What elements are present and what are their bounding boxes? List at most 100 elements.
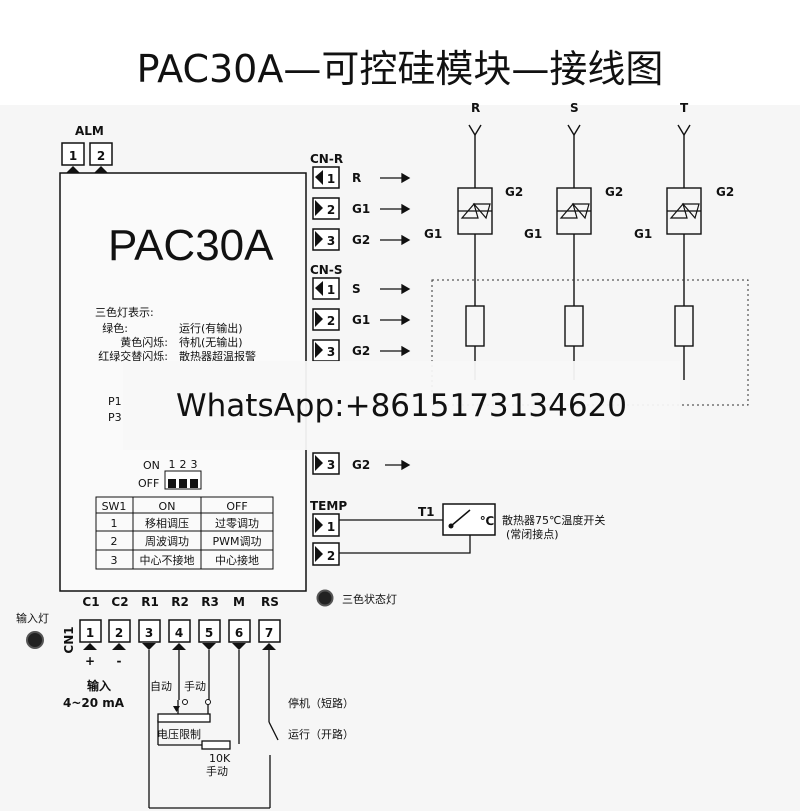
- cn1-pin-1: 1: [86, 626, 94, 640]
- cn1-pin-2: 2: [115, 626, 123, 640]
- cns-signal-g1: G1: [352, 313, 370, 327]
- dip-num-3: 3: [191, 458, 198, 471]
- phase-r-label: R: [471, 101, 480, 115]
- sw-row1-on: 移相调压: [145, 517, 189, 530]
- pot-value-label: 10K: [209, 752, 231, 765]
- cnr-pin-2: 2: [312, 197, 340, 220]
- input-label: 输入: [87, 678, 111, 693]
- led-green-desc: 运行(有输出): [179, 321, 243, 335]
- dip-num-1: 1: [169, 458, 176, 471]
- led-green-label: 绿色:: [102, 321, 128, 335]
- thyristor-t-g1: G1: [634, 227, 652, 241]
- cnr-label: CN-R: [310, 152, 343, 166]
- t1-label: T1: [418, 505, 435, 519]
- pot-manual-label: 手动: [206, 764, 228, 778]
- cnr-signal-g1: G1: [352, 202, 370, 216]
- cnr-pin-1: 1: [312, 166, 340, 189]
- led-heading: 三色灯表示:: [95, 305, 154, 319]
- cnt-pin-3: 3: [312, 452, 340, 475]
- sw-row2-num: 2: [111, 535, 118, 548]
- bottom-label-r2: R2: [171, 595, 189, 609]
- switch-table: [95, 496, 274, 570]
- temperature-switch: ℃: [442, 503, 496, 536]
- watermark-text: WhatsApp:+8615173134620: [176, 387, 627, 424]
- cns-pin-2: 2: [312, 308, 340, 331]
- manual-label: 手动: [184, 679, 206, 693]
- phase-s-label: S: [570, 101, 579, 115]
- cn1-arrows: [83, 643, 276, 650]
- sw-row3-num: 3: [111, 554, 118, 567]
- alm-terminal-1: 1: [61, 142, 85, 166]
- phase-circuits: [457, 124, 702, 380]
- module-name: PAC30A: [108, 221, 274, 270]
- svg-text:2: 2: [327, 203, 335, 217]
- signal-arrows: [380, 172, 411, 471]
- sw-header-sw1: SW1: [102, 500, 127, 513]
- thyristor-r-g1: G1: [424, 227, 442, 241]
- watermark-banner: WhatsApp:+8615173134620: [123, 361, 680, 450]
- alm-terminal-2: 2: [89, 142, 113, 166]
- temp-switch-desc2: (常闭接点): [506, 528, 559, 541]
- temp-pin-2: 2: [312, 542, 340, 566]
- cns-label: CN-S: [310, 263, 342, 277]
- run-label: 运行（开路）: [288, 728, 354, 741]
- sw-header-on: ON: [159, 500, 176, 513]
- svg-text:2: 2: [327, 314, 335, 328]
- led-yellow-label: 黄色闪烁:: [120, 335, 168, 349]
- svg-text:3: 3: [327, 345, 335, 359]
- sw-row1-num: 1: [111, 517, 118, 530]
- sw-header-off: OFF: [226, 500, 247, 513]
- sw-row3-on: 中心不接地: [140, 554, 195, 567]
- svg-text:1: 1: [327, 172, 335, 186]
- led-redgreen-label: 红绿交替闪烁:: [98, 349, 168, 363]
- thyristor-t-g2: G2: [716, 185, 734, 199]
- input-led-icon: [26, 631, 44, 649]
- input-plus: +: [85, 654, 95, 668]
- svg-text:3: 3: [327, 234, 335, 248]
- sw-row2-on: 周波调功: [145, 535, 189, 548]
- led-yellow-desc: 待机(无输出): [179, 335, 243, 349]
- status-led-label: 三色状态灯: [342, 592, 397, 606]
- p3-label: P3: [108, 411, 122, 424]
- page-title: PAC30A—可控硅模块—接线图: [136, 47, 664, 91]
- cn1-pin-3: 3: [145, 626, 153, 640]
- cns-signal-s: S: [352, 282, 361, 296]
- bottom-label-c1: C1: [82, 595, 99, 609]
- auto-label: 自动: [150, 680, 172, 693]
- sw-row3-off: 中心接地: [215, 554, 259, 567]
- cnr-signal-r: R: [352, 171, 361, 185]
- sw-row2-off: PWM调功: [212, 535, 261, 548]
- status-led-icon: [316, 589, 334, 607]
- voltage-limit-resistor: [157, 713, 211, 723]
- led-redgreen-desc: 散热器超温报警: [179, 349, 256, 363]
- thyristor-symbols: [458, 202, 701, 220]
- temp-label: TEMP: [310, 499, 347, 513]
- svg-text:1: 1: [327, 283, 335, 297]
- cn1-pin-7: 7: [265, 626, 273, 640]
- cnr-signal-g2: G2: [352, 233, 370, 247]
- phase-t-label: T: [680, 101, 689, 115]
- bottom-label-r1: R1: [141, 595, 159, 609]
- sw-row1-off: 过零调功: [215, 517, 259, 530]
- svg-text:2: 2: [97, 149, 105, 163]
- bottom-label-c2: C2: [111, 595, 128, 609]
- dip-off-label: OFF: [138, 477, 159, 490]
- cnr-pin-3: 3: [312, 228, 340, 251]
- svg-text:3: 3: [327, 458, 335, 472]
- svg-text:2: 2: [327, 549, 335, 563]
- cn1-pin-6: 6: [235, 626, 243, 640]
- temp-pin-1: 1: [312, 513, 340, 537]
- pot-10k: [201, 740, 231, 750]
- cn1-pin-4: 4: [175, 626, 183, 640]
- thyristor-s-g1: G1: [524, 227, 542, 241]
- thyristor-s-g2: G2: [605, 185, 623, 199]
- cn1-pins: [79, 619, 281, 643]
- input-led-label: 输入灯: [16, 611, 49, 625]
- dip-num-2: 2: [180, 458, 187, 471]
- bottom-label-rs: RS: [261, 595, 279, 609]
- dip-on-label: ON: [143, 459, 160, 472]
- cns-pin-1: 1: [312, 277, 340, 300]
- p1-label: P1: [108, 395, 122, 408]
- voltage-limit-label: 电压限制: [157, 728, 201, 741]
- stop-label: 停机（短路）: [288, 696, 354, 710]
